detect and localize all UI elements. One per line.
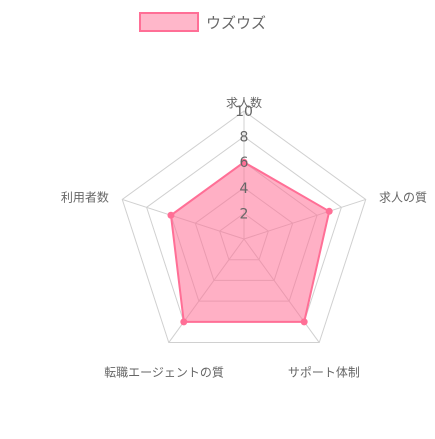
data-point[interactable] <box>180 318 188 326</box>
data-point[interactable] <box>300 318 308 326</box>
tick-label: 6 <box>240 155 249 171</box>
tick-labels: 2 4 6 8 10 <box>235 104 253 222</box>
axis-label: 利用者数 <box>61 189 109 204</box>
tick-label: 8 <box>240 130 249 146</box>
legend[interactable]: ウズウズ <box>139 12 266 32</box>
legend-swatch-uzuuzu <box>139 12 199 32</box>
series-uzuuzu[interactable] <box>167 158 333 326</box>
data-point[interactable] <box>167 211 175 219</box>
axis-label: 求人の質 <box>379 189 427 204</box>
legend-label-uzuuzu: ウズウズ <box>206 14 266 32</box>
data-point[interactable] <box>325 207 333 215</box>
data-point[interactable] <box>240 158 248 166</box>
axis-label: サポート体制 <box>288 366 360 380</box>
series-area <box>169 161 331 323</box>
tick-label: 10 <box>235 104 253 120</box>
tick-label: 4 <box>240 181 249 197</box>
axis-label: 求人数 <box>226 95 262 110</box>
axis-label: 転職エージェントの質 <box>104 365 224 380</box>
grid-ring-10 <box>121 110 367 344</box>
tick-label: 2 <box>240 206 249 222</box>
